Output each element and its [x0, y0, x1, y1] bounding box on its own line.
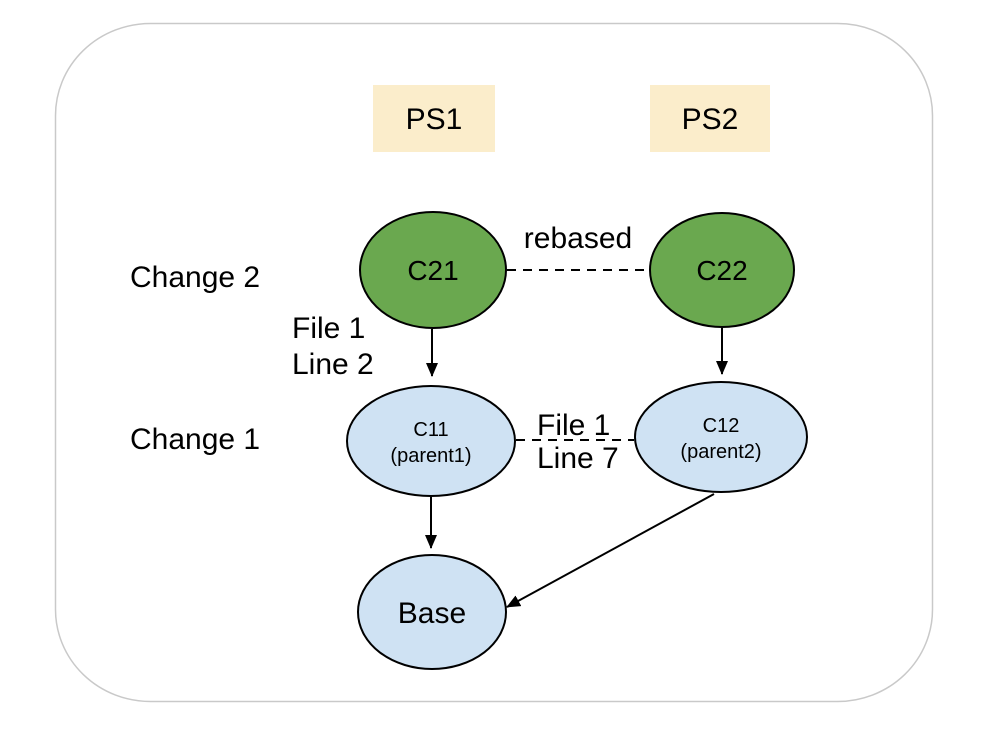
ps2-label: PS2	[682, 103, 739, 136]
edge-c21-c11-label-line1: File 1	[292, 312, 365, 345]
node-c11-label: C11	[413, 419, 448, 441]
diagram-frame	[54, 22, 934, 703]
node-c11-sublabel: (parent1)	[390, 445, 471, 467]
edge-c21-c11-label-line2: Line 2	[292, 348, 374, 381]
ps1-box	[373, 85, 495, 152]
node-base-label: Base	[398, 597, 466, 630]
node-c11-ellipse	[346, 385, 516, 497]
node-c22: C22	[649, 212, 795, 328]
node-base-ellipse	[357, 554, 507, 670]
node-c21-label: C21	[407, 255, 458, 286]
ps2-box	[650, 85, 770, 152]
rebased-label: rebased	[524, 222, 632, 255]
node-c12-label: C12	[703, 415, 740, 437]
node-c21-ellipse	[359, 211, 507, 329]
row-label-change2: Change 2	[130, 261, 260, 294]
node-c11: C11 (parent1)	[346, 385, 516, 497]
node-c12-sublabel: (parent2)	[680, 441, 761, 463]
node-c21: C21	[359, 211, 507, 329]
node-c12-ellipse	[634, 381, 808, 493]
node-c12: C12 (parent2)	[634, 381, 808, 493]
patchset-header-ps1: PS1	[373, 85, 495, 152]
node-c22-ellipse	[649, 212, 795, 328]
edge-c11-c12-label-line2: Line 7	[537, 442, 619, 475]
arrow-c12-to-base	[506, 493, 715, 608]
row-label-change1: Change 1	[130, 423, 260, 456]
node-base: Base	[357, 554, 507, 670]
edge-c11-c12-label-line1: File 1	[537, 409, 610, 442]
patchset-header-ps2: PS2	[650, 85, 770, 152]
node-c22-label: C22	[696, 255, 747, 286]
ps1-label: PS1	[406, 103, 463, 136]
